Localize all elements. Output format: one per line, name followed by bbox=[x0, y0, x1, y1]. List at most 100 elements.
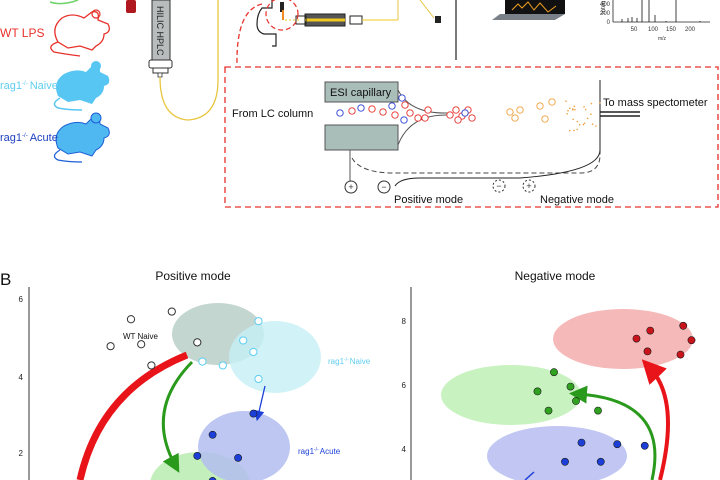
data-point bbox=[534, 388, 541, 395]
droplet-icon bbox=[579, 124, 581, 126]
panel-b: B Positive mode 6 4 2 WT Naive rag1-/-Na… bbox=[0, 269, 695, 480]
droplet-icon bbox=[595, 125, 597, 127]
data-point bbox=[677, 351, 684, 358]
ion-icon bbox=[455, 117, 461, 123]
data-point bbox=[550, 369, 557, 376]
droplet-icon bbox=[577, 121, 579, 123]
ion-icon bbox=[542, 116, 548, 122]
data-point bbox=[572, 397, 579, 404]
hplc-label: HILIC HPLC bbox=[155, 6, 165, 56]
data-point bbox=[644, 348, 651, 355]
droplet-icon bbox=[584, 122, 586, 124]
svg-text:rag1-/-Naive: rag1-/-Naive bbox=[0, 80, 58, 92]
data-point bbox=[641, 442, 648, 449]
negative-ytick: 8 bbox=[402, 317, 407, 326]
data-point bbox=[219, 362, 226, 369]
data-point bbox=[148, 362, 155, 369]
ion-icon bbox=[407, 110, 413, 116]
data-point bbox=[194, 339, 201, 346]
droplet-icon bbox=[572, 108, 574, 110]
mouse-wt-lps-icon bbox=[51, 10, 110, 56]
mouse-wt-naive-fragment bbox=[50, 0, 78, 4]
droplet-icon bbox=[567, 110, 569, 112]
laptop-icon bbox=[492, 0, 565, 20]
svg-text:−: − bbox=[381, 182, 386, 192]
ion-icon bbox=[392, 112, 398, 118]
panel-a: WT LPS rag1-/-Naive rag1-/-Acute HI bbox=[0, 0, 718, 207]
ion-icon bbox=[537, 103, 543, 109]
data-point bbox=[594, 407, 601, 414]
negative-mode-plot: Negative mode 8 6 4 bbox=[402, 269, 696, 480]
positive-electrode-minus-icon: − bbox=[378, 181, 390, 193]
droplet-icon bbox=[569, 107, 571, 109]
data-point bbox=[199, 358, 206, 365]
ion-icon bbox=[358, 105, 364, 111]
mouse-rag1-acute-icon bbox=[54, 113, 109, 162]
negative-electrode-plus-icon: + bbox=[523, 180, 535, 192]
ion-icon bbox=[349, 108, 355, 114]
svg-text:−: − bbox=[496, 181, 501, 191]
positive-electrode-plus-icon: + bbox=[345, 181, 357, 193]
droplet-icon bbox=[569, 130, 571, 132]
droplet-icon bbox=[574, 106, 576, 108]
droplet-icon bbox=[566, 113, 568, 115]
group-label-rag1-naive: rag1-/-Naive bbox=[328, 357, 371, 366]
data-point bbox=[545, 407, 552, 414]
cluster-blue-negative bbox=[487, 426, 627, 480]
droplet-icon bbox=[572, 119, 574, 121]
droplet-icon bbox=[599, 102, 601, 104]
arrow-green-positive bbox=[163, 362, 192, 465]
droplet-icon bbox=[574, 109, 576, 111]
spectrum-ytick: 400 bbox=[600, 2, 611, 8]
ion-icon bbox=[401, 117, 407, 123]
data-point bbox=[567, 383, 574, 390]
mouse-label-wt-lps: WT LPS bbox=[0, 26, 44, 40]
data-point bbox=[561, 458, 568, 465]
positive-ytick: 4 bbox=[19, 373, 24, 382]
ion-icon bbox=[447, 112, 453, 118]
data-point bbox=[194, 452, 201, 459]
data-point bbox=[168, 308, 175, 315]
ion-icon bbox=[507, 109, 513, 115]
ion-icon bbox=[453, 107, 459, 113]
cluster-rag1-naive-positive bbox=[229, 321, 321, 393]
positive-mode-label: Positive mode bbox=[394, 194, 463, 206]
spectrum-xtick: 100 bbox=[648, 27, 659, 33]
data-point bbox=[680, 322, 687, 329]
cluster-wt-lps-negative bbox=[553, 309, 693, 369]
group-label-wt-naive: WT Naive bbox=[123, 332, 159, 341]
data-point bbox=[578, 439, 585, 446]
ion-icon bbox=[517, 107, 523, 113]
mouse-label-rag1-acute: rag1-/-Acute bbox=[0, 132, 58, 144]
sample-vial-icon bbox=[126, 0, 136, 13]
ion-icon bbox=[369, 106, 375, 112]
ion-icon bbox=[399, 95, 405, 101]
spectrum-xtick: 200 bbox=[685, 27, 696, 33]
negative-electrode-minus-icon: − bbox=[493, 180, 505, 192]
svg-text:+: + bbox=[348, 182, 353, 192]
negative-mode-title: Negative mode bbox=[515, 269, 596, 283]
data-point bbox=[647, 327, 654, 334]
data-point bbox=[209, 431, 216, 438]
data-point bbox=[250, 410, 257, 417]
esi-inset-box bbox=[225, 67, 718, 207]
from-lc-column-label: From LC column bbox=[232, 108, 313, 120]
data-point bbox=[614, 441, 621, 448]
ms-instrument-icon bbox=[257, 0, 441, 46]
data-point bbox=[250, 348, 257, 355]
ion-icon bbox=[469, 115, 475, 121]
droplet-icon bbox=[592, 123, 594, 125]
to-mass-spectrometer-label: To mass spectometer bbox=[603, 97, 708, 109]
droplet-icon bbox=[585, 109, 587, 111]
spectrum-x-label: m/z bbox=[658, 36, 667, 42]
positive-mode-plot: Positive mode 6 4 2 WT Naive rag1-/-Naiv… bbox=[19, 269, 371, 480]
spectrum-xtick: 150 bbox=[666, 27, 677, 33]
spectrum-ytick: 200 bbox=[600, 11, 611, 17]
positive-ytick: 6 bbox=[19, 295, 24, 304]
droplet-icon bbox=[565, 100, 567, 102]
group-label-rag1-acute: rag1-/-Acute bbox=[298, 447, 341, 456]
data-point bbox=[255, 318, 262, 325]
arrow-red-negative bbox=[650, 368, 668, 480]
mouse-rag1-naive-icon bbox=[54, 61, 109, 110]
